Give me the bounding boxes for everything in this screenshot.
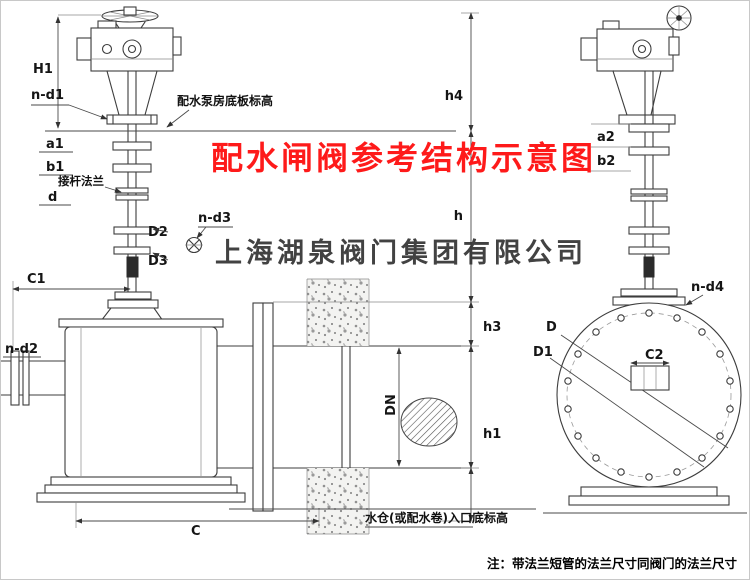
dim-label-b2: b2 — [597, 154, 615, 169]
pipe-flange-plate-1 — [252, 302, 264, 512]
side-view: a2 b2 n-d4 D D1 C2 — [533, 5, 747, 514]
yoke-and-stem-side — [612, 70, 686, 306]
dim-label-b1: b1 — [46, 160, 64, 175]
valve-body-front — [36, 318, 246, 503]
left-nozzle — [1, 350, 66, 406]
valve-body-side-circle: D D1 C2 — [533, 302, 742, 488]
rod-flange-lower — [115, 194, 149, 201]
flow-opening-hatched — [400, 397, 458, 447]
dim-label-n-d2: n-d2 — [5, 342, 38, 357]
dim-label-D2: D2 — [148, 225, 168, 240]
diameter-leader-D — [560, 334, 729, 449]
dim-label-C1: C1 — [27, 272, 46, 287]
dim-label-h4: h4 — [445, 89, 463, 104]
yoke-and-stem-front — [106, 70, 158, 294]
electric-actuator-side — [580, 5, 692, 72]
dim-label-DN: DN — [384, 394, 399, 416]
annotation-inlet-floor: 水仓(或配水卷)入口底标高 — [365, 510, 508, 525]
indicator-dial-icon — [122, 39, 142, 59]
page-title: 配水闸阀参考结构示意图 — [211, 139, 596, 177]
company-watermark: 上海湖泉阀门集团有限公司 — [215, 237, 587, 269]
pipe-flange-plate-2 — [262, 302, 274, 512]
dim-label-n-d4: n-d4 — [691, 280, 724, 295]
body-bottom-flange — [50, 476, 232, 486]
electric-actuator-front — [76, 6, 182, 72]
dim-label-D: D — [546, 320, 557, 335]
dim-label-h1: h1 — [483, 427, 501, 442]
dim-label-h: h — [454, 209, 463, 224]
height-dimension-chain: h4 h h3 h1 — [273, 12, 501, 522]
diameter-leader-D1 — [549, 357, 705, 468]
front-view-dimensions: H1 n-d1 a1 b1 d D2 D3 n-d3 C1 n-d2 C DN — [3, 14, 402, 539]
side-view-base — [543, 486, 747, 514]
dim-label-D1: D1 — [533, 345, 553, 360]
yoke-flange — [106, 114, 158, 125]
dim-label-C: C — [191, 524, 201, 539]
concrete-wall-lower — [307, 468, 369, 534]
stem-flanges-front — [99, 141, 165, 322]
base-plate — [36, 492, 246, 503]
body-top-flange — [58, 318, 224, 328]
dim-label-d: d — [48, 190, 57, 205]
indicator-dial-side-icon — [632, 39, 652, 59]
bolt-hole-symbol-icon — [185, 236, 203, 254]
dim-label-h3: h3 — [483, 320, 501, 335]
dim-label-n-d3: n-d3 — [198, 211, 231, 226]
annotation-rod-flange: 接杆法兰 — [58, 174, 104, 188]
dim-label-n-d1: n-d1 — [31, 88, 64, 103]
body-shell — [64, 326, 218, 478]
stem-coupling — [126, 256, 139, 278]
dim-label-a1: a1 — [46, 137, 64, 152]
bolt-holes — [564, 309, 734, 481]
front-view — [1, 6, 536, 535]
left-nozzle-flange — [10, 350, 20, 406]
dim-label-D3: D3 — [148, 254, 168, 269]
gate-pocket — [630, 365, 670, 391]
handwheel-side-icon — [666, 5, 692, 31]
footnote: 注：带法兰短管的法兰尺寸同阀门的法兰尺寸 — [487, 556, 738, 571]
annotation-pump-floor: 配水泵房底板标高 — [177, 93, 273, 108]
dim-label-C2: C2 — [645, 348, 664, 363]
concrete-wall — [306, 278, 370, 535]
dim-label-H1: H1 — [33, 62, 53, 77]
concrete-wall-upper — [307, 279, 369, 346]
dim-label-a2: a2 — [597, 130, 615, 145]
